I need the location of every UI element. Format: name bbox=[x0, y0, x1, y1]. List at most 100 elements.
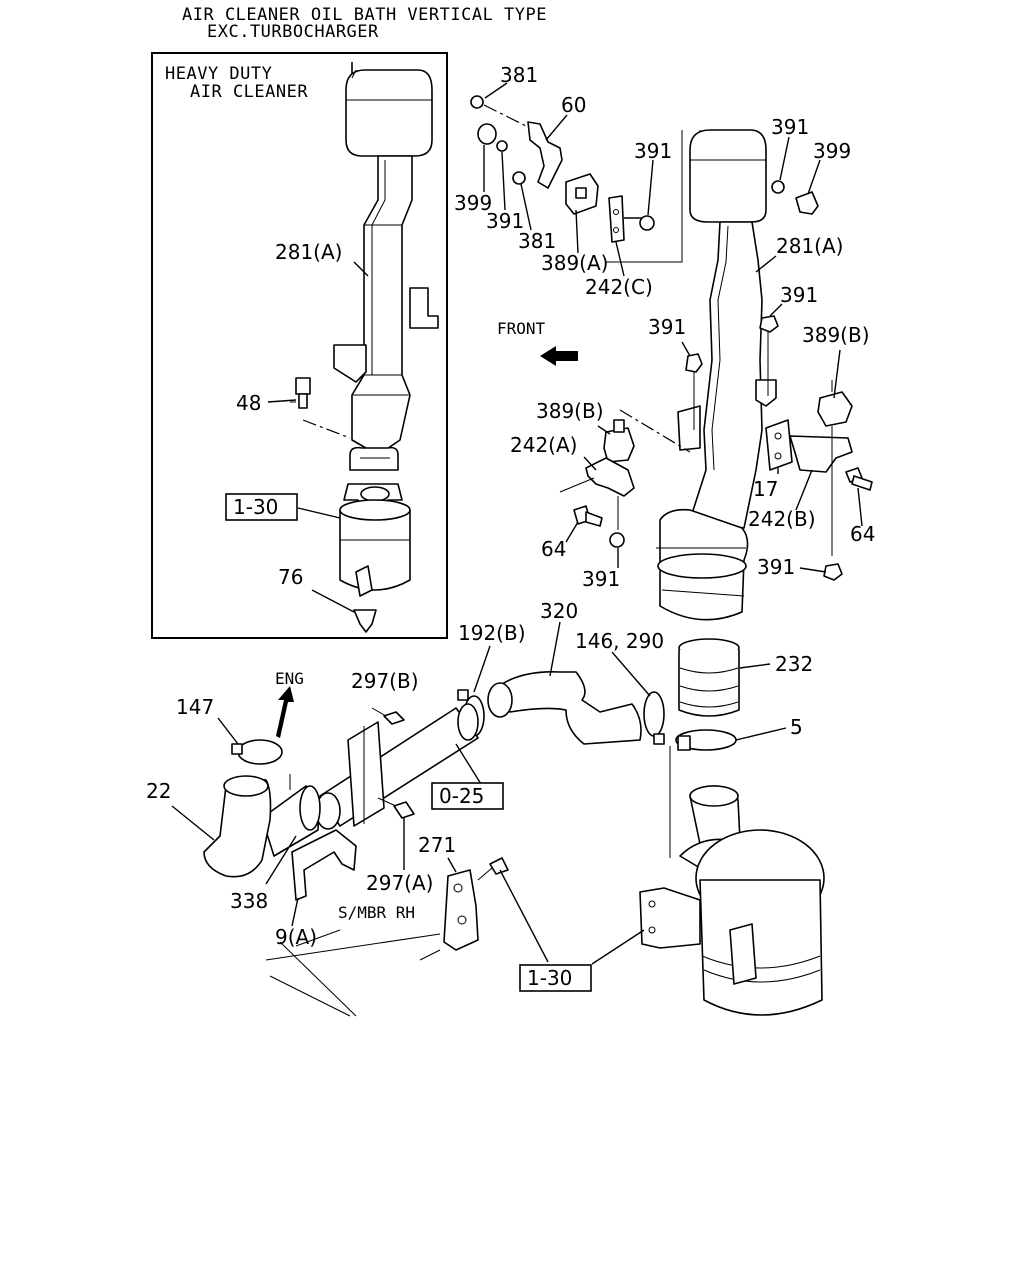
ref-pipe-label: 0-25 bbox=[439, 784, 484, 808]
eng-label: ENG bbox=[275, 669, 304, 688]
nut-381-top bbox=[470, 95, 484, 109]
mount-389b-left bbox=[603, 427, 635, 463]
pre-cleaner-housing bbox=[656, 508, 749, 621]
side-member-label: S/MBR RH bbox=[338, 903, 415, 922]
label-391-top-right: 391 bbox=[771, 115, 809, 139]
inset-air-cleaner-body bbox=[339, 483, 411, 597]
cap-399-top-right bbox=[795, 191, 819, 215]
nut-391-top-right bbox=[771, 180, 785, 194]
label-232: 232 bbox=[775, 652, 813, 676]
label-192b: 192(B) bbox=[458, 621, 526, 645]
ref-bottom-label: 1-30 bbox=[527, 966, 572, 990]
label-320: 320 bbox=[540, 599, 578, 623]
side-member: S/MBR RH bbox=[265, 903, 441, 1017]
label-391-right: 391 bbox=[780, 283, 818, 307]
label-399-left: 399 bbox=[454, 191, 492, 215]
label-22: 22 bbox=[146, 779, 171, 803]
elbow-320 bbox=[495, 671, 642, 745]
nut-381-left bbox=[512, 171, 526, 185]
label-271: 271 bbox=[418, 833, 456, 857]
part-76 bbox=[353, 609, 377, 633]
ref-box-inset: 1-30 bbox=[225, 493, 298, 521]
inset-heavy-duty: HEAVY DUTY AIR CLEANER bbox=[151, 52, 448, 639]
ref-inset-label: 1-30 bbox=[233, 495, 278, 519]
label-9a: 9(A) bbox=[275, 925, 317, 949]
oil-bath-air-cleaner bbox=[639, 785, 825, 1016]
label-338: 338 bbox=[230, 889, 268, 913]
plate-17 bbox=[765, 419, 793, 471]
bolt-48 bbox=[290, 377, 311, 409]
label-146-290: 146, 290 bbox=[575, 629, 664, 653]
label-297a: 297(A) bbox=[366, 871, 433, 895]
front-indicator: FRONT bbox=[497, 319, 578, 366]
inset-pipe-281a bbox=[351, 155, 413, 456]
inset-flange bbox=[349, 446, 399, 471]
inset-heading-2: AIR CLEANER bbox=[190, 82, 308, 102]
inset-bracket-lower bbox=[333, 344, 367, 383]
front-arrow-icon bbox=[540, 346, 578, 366]
nut-391-low-left bbox=[609, 532, 625, 548]
inset-heading-1: HEAVY DUTY bbox=[165, 64, 272, 84]
upper-mount-group bbox=[470, 95, 701, 263]
label-391-left: 391 bbox=[486, 209, 524, 233]
inset-intake-cap bbox=[345, 62, 433, 157]
bolt-297a bbox=[393, 801, 415, 819]
label-5: 5 bbox=[790, 715, 803, 739]
label-242b: 242(B) bbox=[748, 507, 816, 531]
nut-391-center bbox=[685, 353, 703, 373]
label-391-low-right: 391 bbox=[757, 555, 795, 579]
hose-232 bbox=[678, 638, 740, 717]
clamp-147 bbox=[237, 739, 283, 765]
bracket-271 bbox=[443, 857, 509, 951]
inset-bracket-upper bbox=[409, 287, 439, 329]
ref-box-pipe: 0-25 bbox=[431, 782, 504, 810]
bracket-9a bbox=[291, 829, 357, 901]
left-mount-group bbox=[559, 409, 691, 548]
nut-391-low-right bbox=[823, 563, 843, 581]
label-281a-main: 281(A) bbox=[776, 234, 843, 258]
label-60: 60 bbox=[561, 93, 586, 117]
bolt-297b bbox=[383, 711, 405, 725]
label-391-center: 391 bbox=[648, 315, 686, 339]
main-intake-pipe bbox=[677, 129, 819, 529]
pipe-assembly bbox=[203, 671, 665, 901]
title-line-2: EXC.TURBOCHARGER bbox=[207, 22, 379, 42]
nut-391-mid bbox=[639, 215, 655, 231]
label-391-low-left: 391 bbox=[582, 567, 620, 591]
label-381-left: 381 bbox=[518, 229, 556, 253]
label-297b: 297(B) bbox=[351, 669, 419, 693]
bracket-60 bbox=[527, 121, 563, 189]
washer-391-left bbox=[496, 140, 508, 152]
bracket-242b bbox=[789, 435, 853, 473]
nut-391-right bbox=[759, 315, 779, 333]
right-mount-group bbox=[765, 380, 873, 581]
label-76: 76 bbox=[278, 565, 303, 589]
front-label: FRONT bbox=[497, 319, 546, 338]
clamp-5 bbox=[675, 729, 737, 751]
label-48: 48 bbox=[236, 391, 261, 415]
mount-389b-right bbox=[817, 391, 853, 427]
ref-box-bottom: 1-30 bbox=[519, 964, 592, 992]
label-64-right: 64 bbox=[850, 522, 875, 546]
label-389b-left: 389(B) bbox=[536, 399, 604, 423]
bracket-242c bbox=[608, 195, 625, 243]
bushing-399-left bbox=[477, 123, 497, 145]
inset-frame bbox=[151, 52, 448, 639]
label-242a: 242(A) bbox=[510, 433, 577, 457]
eng-indicator: ENG bbox=[275, 669, 304, 738]
bracket-242a bbox=[585, 457, 635, 497]
label-281a-inset: 281(A) bbox=[275, 240, 342, 264]
label-17: 17 bbox=[753, 477, 778, 501]
eng-arrow-icon bbox=[276, 686, 294, 738]
label-391-mid: 391 bbox=[634, 139, 672, 163]
label-64-left: 64 bbox=[541, 537, 566, 561]
title-line-1: AIR CLEANER OIL BATH VERTICAL TYPE bbox=[182, 5, 547, 25]
part-labels: 381 60 391 399 391 399 391 381 389(A) 24… bbox=[146, 63, 875, 949]
label-381-top: 381 bbox=[500, 63, 538, 87]
leader-lines bbox=[171, 82, 863, 965]
label-242c: 242(C) bbox=[585, 275, 653, 299]
label-389b-right: 389(B) bbox=[802, 323, 870, 347]
label-389a: 389(A) bbox=[541, 251, 608, 275]
label-147: 147 bbox=[176, 695, 214, 719]
